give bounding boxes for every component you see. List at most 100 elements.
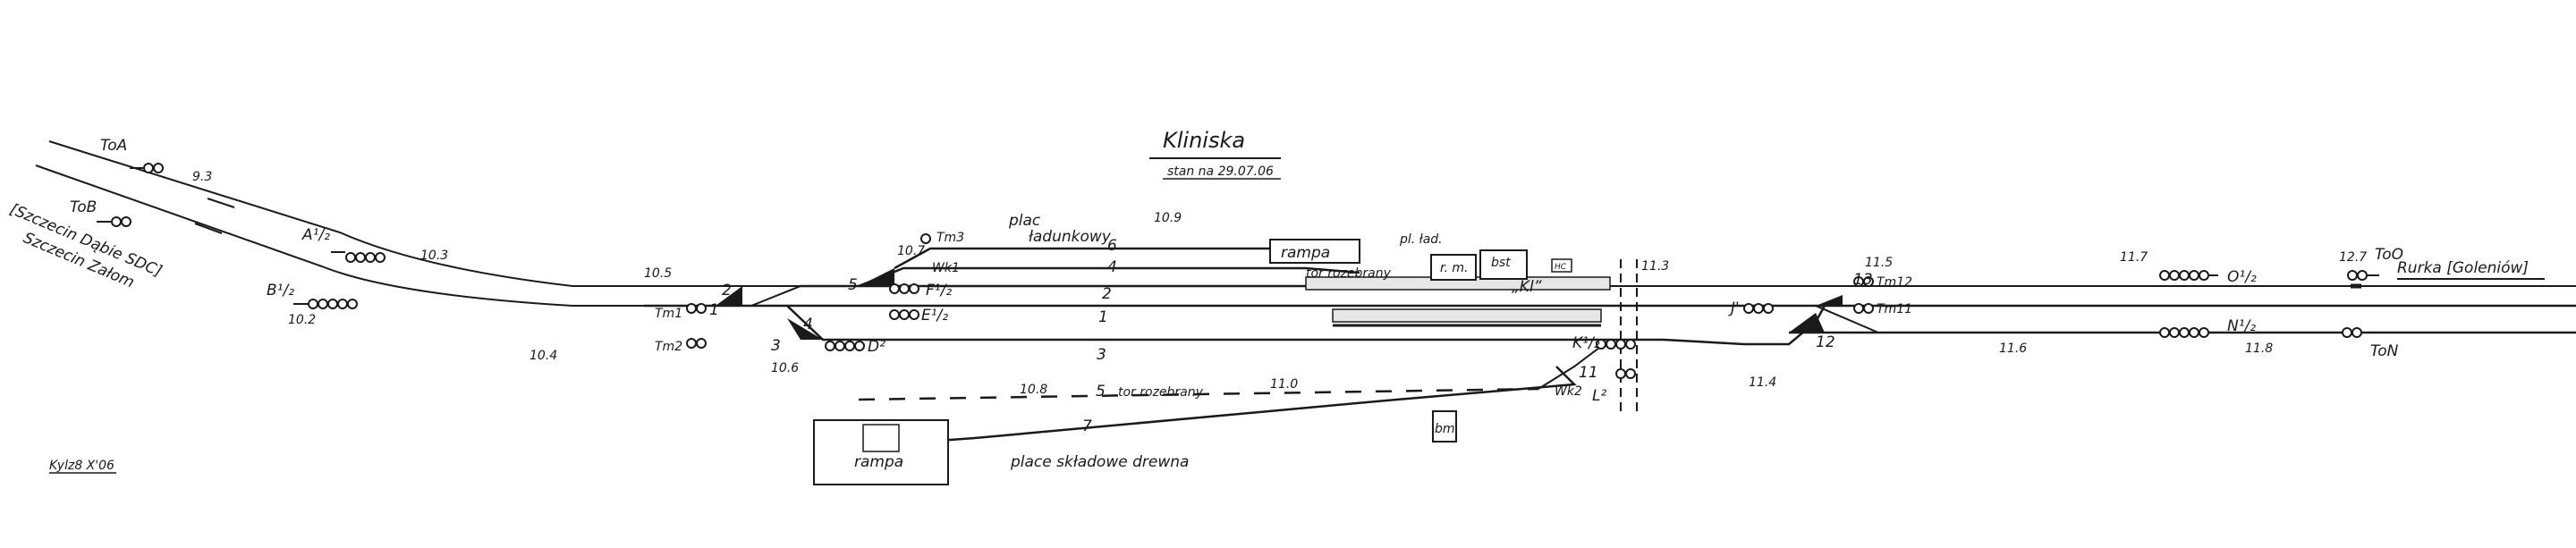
signal-lamp (899, 309, 910, 320)
plac-label-1: plac (1008, 212, 1041, 230)
signal-lamp (2159, 270, 2170, 281)
track-5-dismantled-label: tor rozebrany (1118, 385, 1204, 400)
signal-ToO: ToO (2375, 246, 2403, 264)
km-marker: 10.9 (1154, 211, 1182, 225)
approach-line-a (48, 140, 2576, 287)
signal-Wk2: Wk2 (1555, 384, 1582, 399)
bst-building (1479, 249, 1528, 280)
km-marker: 11.6 (1999, 341, 2027, 356)
signal-Tm3: Tm3 (936, 231, 964, 245)
signal-L2: L² (1592, 387, 1606, 405)
signal-lamp (696, 338, 707, 349)
switch-number-4: 4 (803, 316, 813, 333)
bm-building (1432, 410, 1457, 443)
signal-lamp (909, 283, 919, 294)
track-number-5: 5 (1096, 383, 1106, 400)
signal-Tm12: Tm12 (1877, 275, 1912, 290)
signal-F12: F¹/₂ (926, 282, 952, 299)
signal-lamp (1753, 303, 1764, 314)
signal-A12: A¹/₂ (301, 226, 330, 244)
signal-lamp (2199, 270, 2209, 281)
signal-lamp (111, 216, 122, 227)
signal-lamp (2189, 327, 2199, 338)
km-marker: 11.8 (2245, 341, 2273, 356)
tor-rozebrany-label: tor rozebrany (1306, 266, 1392, 281)
signal-Tm2: Tm2 (655, 340, 682, 354)
rampa-top-box (1269, 239, 1360, 264)
km-marker: 10.2 (288, 313, 316, 327)
km-marker: 12.7 (2339, 250, 2367, 265)
track-7 (876, 366, 1577, 447)
signal-lamp (686, 338, 697, 349)
pl-lad-label: pl. ład. (1399, 232, 1443, 247)
km-marker: 10.5 (644, 266, 672, 281)
signal-lamp (345, 252, 356, 263)
signal-lamp (375, 252, 386, 263)
bst-label: bst (1491, 256, 1511, 270)
signal-lamp (121, 216, 131, 227)
signal-ToA: ToA (100, 137, 127, 155)
signal-lamp (1625, 368, 1636, 379)
track-number-3: 3 (1097, 346, 1106, 364)
switch-number-12: 12 (1816, 333, 1835, 351)
track-number-4: 4 (1107, 258, 1117, 276)
crossover-3-4 (750, 285, 801, 307)
link-to-track-3 (1538, 339, 1611, 390)
signal-D2: D² (868, 338, 886, 356)
hc-label: HC (1555, 263, 1567, 272)
signal-lamp (2179, 270, 2190, 281)
signal-lamp (2189, 270, 2199, 281)
signal-lamp (355, 252, 366, 263)
km-marker: 11.4 (1749, 375, 1776, 390)
km-marker: 11.5 (1865, 256, 1893, 270)
switch-number-13: 13 (1853, 271, 1873, 289)
signal-lamp (844, 341, 855, 351)
station-date: stan na 29.07.06 (1167, 164, 1274, 179)
switch-triangle (787, 318, 823, 340)
signal-lamp (825, 341, 835, 351)
rampa-bottom-label: rampa (854, 453, 903, 471)
signal-lamp (1606, 339, 1616, 350)
switch-triangle (716, 286, 742, 306)
rampa-top-label: rampa (1281, 244, 1330, 262)
signal-O12: O¹/₂ (2227, 268, 2257, 286)
gap-mark (207, 198, 235, 208)
track-number-2: 2 (1102, 285, 1112, 303)
km-marker: 11.3 (1641, 259, 1669, 274)
kl-label: „Kl” (1512, 278, 1542, 296)
track-5-dismantled (858, 387, 1539, 401)
signal-lamp (1853, 303, 1864, 314)
signal-lamp (1763, 303, 1774, 314)
switch-number-1: 1 (709, 301, 719, 319)
plac-label-2: ładunkowy (1029, 228, 1112, 246)
signal-lamp (889, 283, 900, 294)
switch-number-3: 3 (771, 337, 781, 355)
km-marker: 10.7 (897, 244, 925, 258)
bm-label: bm (1435, 422, 1455, 436)
signal-lamp (920, 233, 931, 244)
signal-lamp (1863, 276, 1874, 287)
switch-number-5: 5 (848, 276, 858, 294)
rampa-bottom-inner (862, 424, 900, 452)
signal-lamp (337, 299, 348, 309)
signal-lamp (835, 341, 845, 351)
signal-Tm11: Tm11 (1877, 302, 1912, 316)
signal-lamp (686, 303, 697, 314)
signal-lamp (1863, 303, 1874, 314)
author-signature: Kylz8 X'06 (49, 459, 114, 473)
rm-building (1430, 254, 1477, 281)
signal-lamp (2351, 327, 2362, 338)
track-number-6: 6 (1107, 237, 1117, 255)
signal-lamp (327, 299, 338, 309)
signal-lamp (2342, 327, 2352, 338)
signal-lamp (143, 163, 154, 173)
signal-lamp (318, 299, 328, 309)
approach-line-b (35, 164, 644, 307)
signal-lamp (153, 163, 164, 173)
signal-B12: B¹/₂ (267, 282, 294, 299)
signal-lamp (2169, 327, 2180, 338)
signal-lamp (1743, 303, 1754, 314)
signal-N12: N¹/₂ (2227, 317, 2256, 335)
signal-lamp (2179, 327, 2190, 338)
